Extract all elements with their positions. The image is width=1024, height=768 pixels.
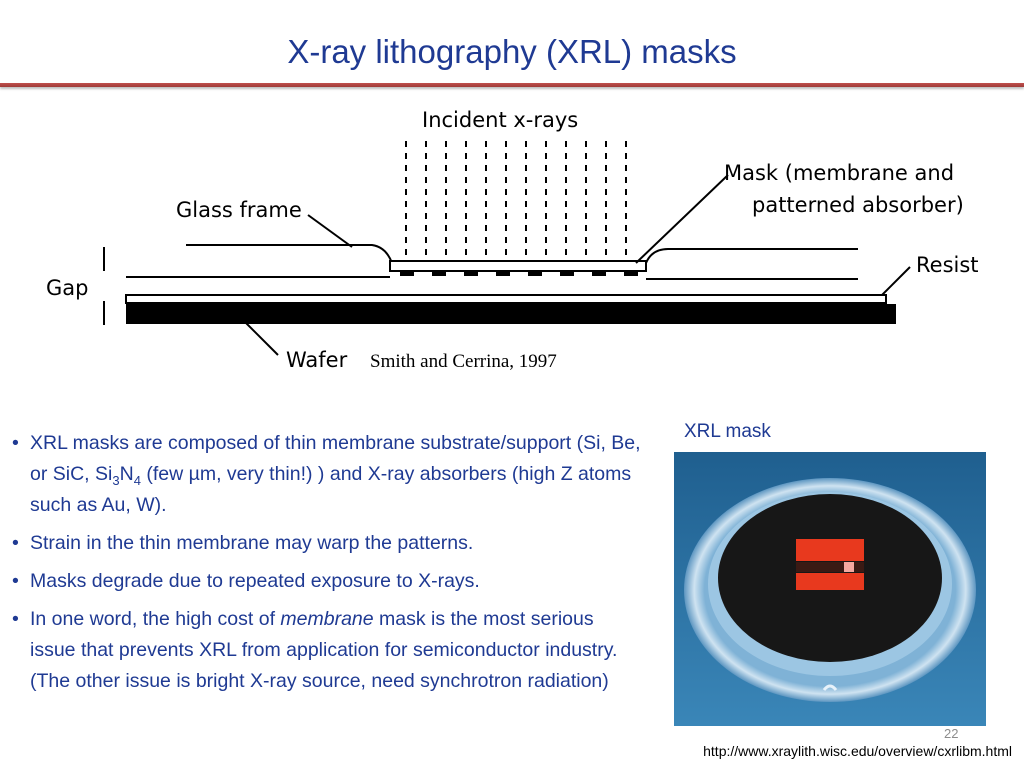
bullet-list: XRL masks are composed of thin membrane … [12,428,642,704]
slide-title: X-ray lithography (XRL) masks [287,33,737,70]
glass-frame-leader [307,214,353,248]
xrl-mask-photo [674,452,986,726]
absorber-pattern [400,272,638,276]
incident-label: Incident x-rays [422,108,578,132]
bullet-item: Masks degrade due to repeated exposure t… [12,566,642,597]
source-url: http://www.xraylith.wisc.edu/overview/cx… [703,743,1012,759]
resist-label: Resist [916,253,979,277]
glass-frame-right [645,248,858,271]
mask-pattern-highlight [844,562,854,572]
photo-caption: XRL mask [684,421,771,442]
mask-membrane [389,260,647,272]
resist-layer [125,294,887,304]
resist-leader [881,266,911,296]
bullet-item: XRL masks are composed of thin membrane … [12,428,642,521]
mask-label-line2: patterned absorber) [752,193,964,217]
wafer-layer [126,304,896,324]
mask-leader [635,174,729,264]
mask-pattern-upper [796,539,864,561]
gap-label: Gap [46,276,88,300]
page-number: 22 [944,726,959,741]
mask-pattern-strip [796,562,864,572]
title-divider [0,83,1024,87]
xrl-setup-diagram: Incident x-rays Mask (membrane and patte… [46,108,979,372]
glass-frame-left [186,244,393,271]
glass-frame-label: Glass frame [176,198,302,222]
wafer-label: Wafer [286,348,348,372]
figure-credit: Smith and Cerrina, 1997 [370,351,557,372]
incident-xray-lines [405,141,627,257]
mask-label-line1: Mask (membrane and [724,161,954,185]
wafer-leader [243,320,279,356]
bullet-item: In one word, the high cost of membrane m… [12,604,642,697]
mask-pattern-lower [796,573,864,590]
bullet-item: Strain in the thin membrane may warp the… [12,528,642,559]
frame-notch [822,684,838,691]
